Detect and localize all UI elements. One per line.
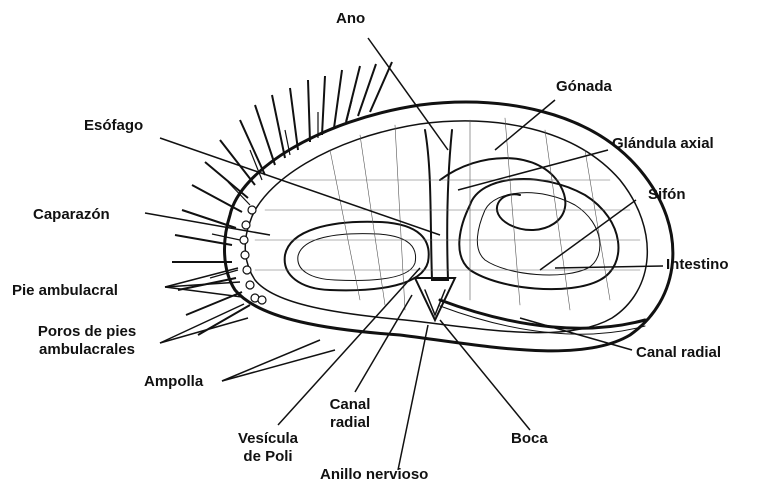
tube-feet [240,206,266,304]
label-poros-de-pies-ambulacrales: Poros de pies ambulacrales [12,323,162,359]
label-canal-radial-right: Canal radial [636,344,721,362]
label-anillo-nervioso: Anillo nervioso [320,466,428,484]
label-poros-line1: Poros de pies [12,323,162,341]
label-ampolla: Ampolla [144,373,203,391]
leader-lines [145,38,663,470]
label-poros-line2: ambulacrales [12,341,162,359]
label-sifon: Sifón [648,186,686,204]
label-esofago: Esófago [84,117,143,135]
label-gonada: Gónada [556,78,612,96]
label-canal-radial-line1: Canal [320,396,380,414]
label-ano: Ano [336,10,365,28]
label-vesicula-line1: Vesícula [228,430,308,448]
right-chamber [459,179,618,289]
label-boca: Boca [511,430,548,448]
label-canal-radial-bottom: Canal radial [320,396,380,432]
label-intestino: Intestino [666,256,729,274]
label-caparazon: Caparazón [33,206,110,224]
label-canal-radial-line2: radial [320,414,380,432]
label-vesicula-line2: de Poli [228,448,308,466]
label-vesicula-de-poli: Vesícula de Poli [228,430,308,466]
test-outline [225,102,673,351]
label-glandula-axial: Glándula axial [612,135,714,153]
label-pie-ambulacral: Pie ambulacral [12,282,118,300]
